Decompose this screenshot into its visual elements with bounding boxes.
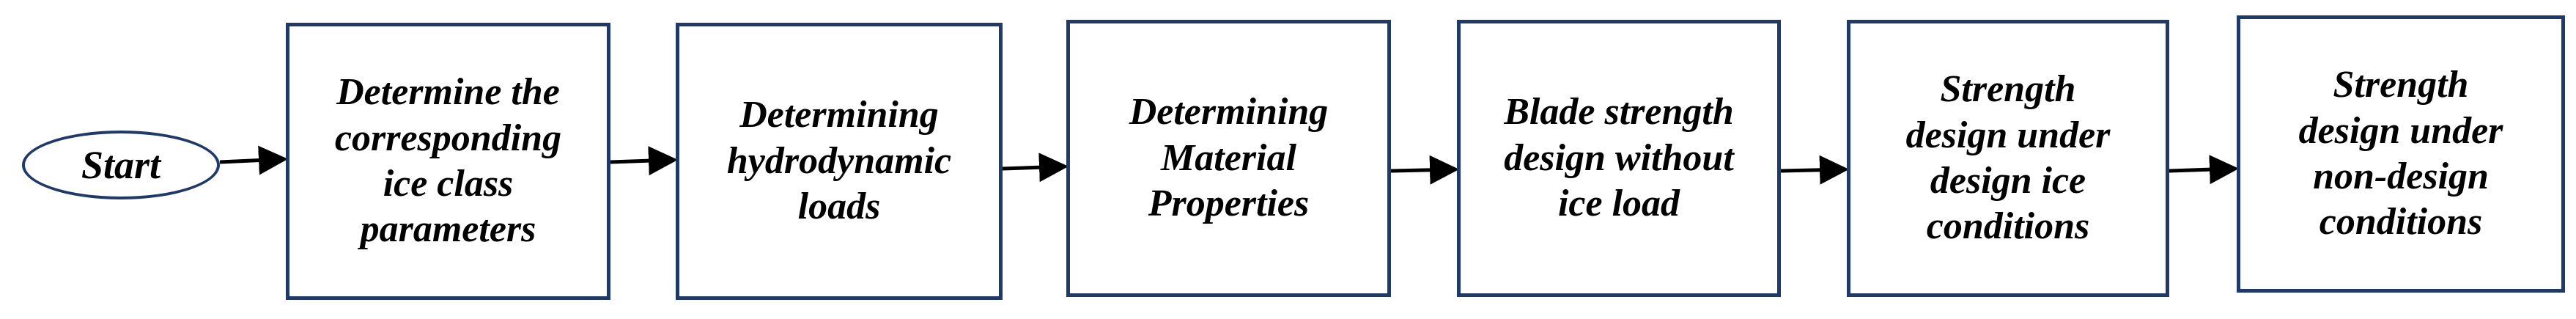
arrow-hydro-loads-to-material	[1002, 153, 1069, 183]
step-strength-non-design: Strength design under non-design conditi…	[2237, 15, 2565, 293]
arrow-start-to-ice-class	[219, 145, 288, 175]
arrow-material-to-no-ice	[1390, 155, 1459, 185]
arrow-design-ice-to-non-design	[2169, 155, 2239, 185]
step-strength-design-ice: Strength design under design ice conditi…	[1847, 20, 2169, 297]
step-material-properties: Determining Material Properties	[1066, 20, 1391, 297]
arrow-ice-class-to-hydro-loads	[610, 146, 678, 176]
step-hydrodynamic-loads: Determining hydrodynamic loads	[676, 23, 1003, 300]
arrow-no-ice-to-design-ice	[1780, 155, 1849, 185]
step-strength-without-ice: Blade strength design without ice load	[1457, 20, 1781, 297]
step-ice-class-parameters: Determine the corresponding ice class pa…	[286, 23, 610, 300]
start-node: Start	[22, 131, 220, 199]
